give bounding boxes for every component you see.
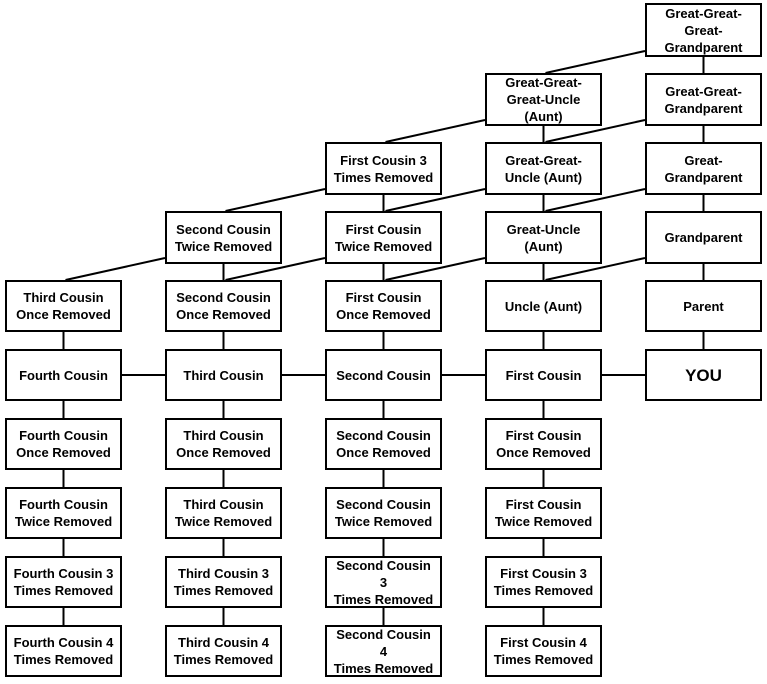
connector-tc1_up-sc2_up [65, 257, 166, 281]
node-fc2-up: First Cousin Twice Removed [325, 211, 442, 264]
node-you: YOU [645, 349, 762, 401]
connector-fc1_up-great_uncle [385, 257, 486, 281]
node-c4-r4: Fourth Cousin 4 Times Removed [5, 625, 122, 677]
node-fc3-up: First Cousin 3 Times Removed [325, 142, 442, 195]
node-c3-r1: Third Cousin Once Removed [165, 418, 282, 470]
node-c2-r4: Second Cousin 4 Times Removed [325, 625, 442, 677]
node-c2-r1: Second Cousin Once Removed [325, 418, 442, 470]
node-g-grandparent: Great- Grandparent [645, 142, 762, 195]
node-sc1-up: Second Cousin Once Removed [165, 280, 282, 332]
node-tc1-up: Third Cousin Once Removed [5, 280, 122, 332]
connector-g_g_uncle-gg_grandparent [545, 119, 646, 143]
node-fc1-up: First Cousin Once Removed [325, 280, 442, 332]
node-c2-r2: Second Cousin Twice Removed [325, 487, 442, 539]
connector-fc2_up-g_g_uncle [385, 188, 486, 212]
node-third-cousin: Third Cousin [165, 349, 282, 401]
node-c3-r2: Third Cousin Twice Removed [165, 487, 282, 539]
node-gg-uncle: Great-Great- Great-Uncle (Aunt) [485, 73, 602, 126]
node-c3-r4: Third Cousin 4 Times Removed [165, 625, 282, 677]
connector-great_uncle-g_grandparent [545, 188, 646, 212]
node-parent: Parent [645, 280, 762, 332]
node-sc2-up: Second Cousin Twice Removed [165, 211, 282, 264]
node-c1-r2: First Cousin Twice Removed [485, 487, 602, 539]
connector-uncle-grandparent [545, 257, 646, 281]
node-grandparent: Grandparent [645, 211, 762, 264]
node-c3-r3: Third Cousin 3 Times Removed [165, 556, 282, 608]
node-ggg-grandparent: Great-Great- Great- Grandparent [645, 3, 762, 57]
node-fourth-cousin: Fourth Cousin [5, 349, 122, 401]
node-g-g-uncle: Great-Great- Uncle (Aunt) [485, 142, 602, 195]
node-gg-grandparent: Great-Great- Grandparent [645, 73, 762, 126]
connector-fc3_up-gg_uncle [385, 119, 486, 143]
node-great-uncle: Great-Uncle (Aunt) [485, 211, 602, 264]
node-c2-r3: Second Cousin 3 Times Removed [325, 556, 442, 608]
node-c4-r3: Fourth Cousin 3 Times Removed [5, 556, 122, 608]
node-c1-r3: First Cousin 3 Times Removed [485, 556, 602, 608]
node-c1-r4: First Cousin 4 Times Removed [485, 625, 602, 677]
node-first-cousin: First Cousin [485, 349, 602, 401]
node-c1-r1: First Cousin Once Removed [485, 418, 602, 470]
node-c4-r1: Fourth Cousin Once Removed [5, 418, 122, 470]
connector-sc2_up-fc3_up [225, 188, 326, 212]
node-second-cousin: Second Cousin [325, 349, 442, 401]
connector-sc1_up-fc2_up [225, 257, 326, 281]
node-uncle: Uncle (Aunt) [485, 280, 602, 332]
connector-gg_uncle-ggg_grandparent [545, 50, 646, 74]
node-c4-r2: Fourth Cousin Twice Removed [5, 487, 122, 539]
